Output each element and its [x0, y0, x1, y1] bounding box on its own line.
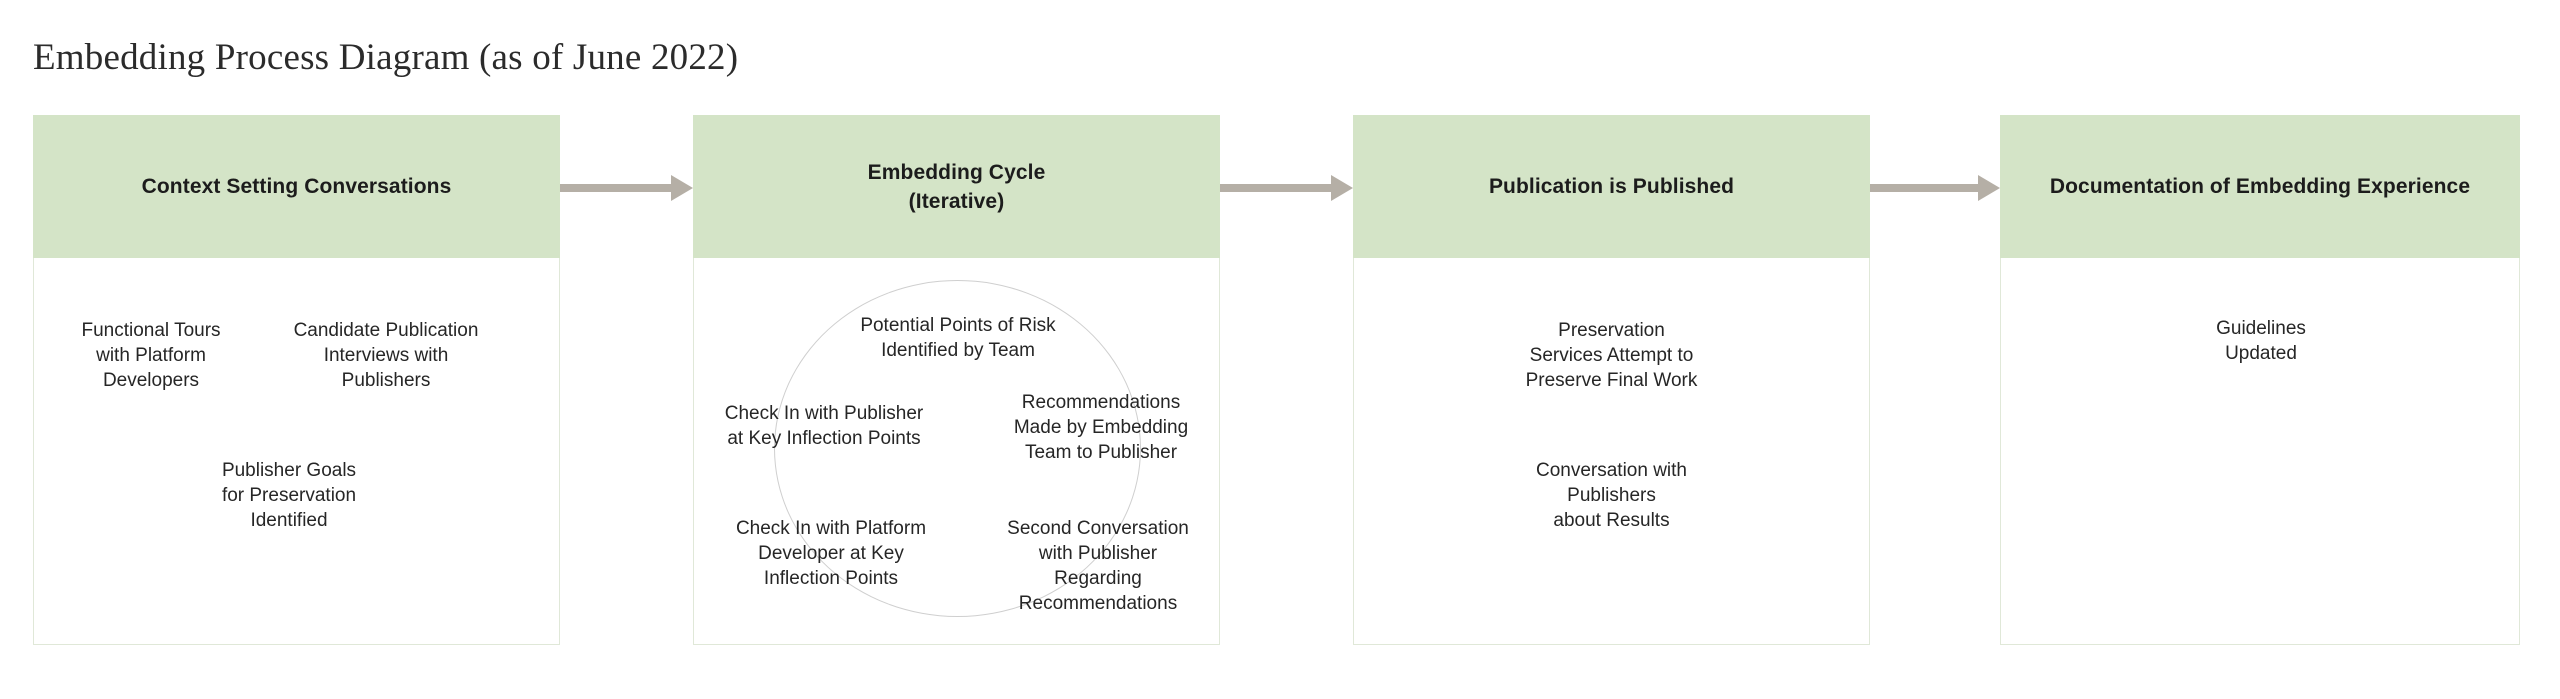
stage-documentation-of-embedding-experience[interactable]: Documentation of Embedding Experience Gu…: [2000, 115, 2520, 645]
page-title: Embedding Process Diagram (as of June 20…: [33, 37, 739, 78]
stage-embedding-cycle[interactable]: Embedding Cycle (Iterative) Potential Po…: [693, 115, 1220, 645]
stage-header-documentation-of-embedding-experience: Documentation of Embedding Experience: [2000, 115, 2520, 258]
arrow-shaft: [1870, 184, 1978, 192]
flow-arrow-1: [560, 175, 693, 201]
arrow-head: [671, 175, 693, 201]
arrow-head: [1978, 175, 2000, 201]
note-candidate-publication-interviews: Candidate Publication Interviews with Pu…: [293, 320, 479, 391]
note-preservation-services: Preservation Services Attempt to Preserv…: [1525, 320, 1698, 391]
note-guidelines-updated: Guidelines Updated: [2216, 318, 2306, 364]
stage-body-context-setting-conversations: Functional Tours with Platform Developer…: [33, 258, 560, 645]
note-publisher-goals: Publisher Goals for Preservation Identif…: [221, 460, 357, 531]
stage-header-context-setting-conversations: Context Setting Conversations: [33, 115, 560, 258]
arrow-head: [1331, 175, 1353, 201]
note-potential-points-of-risk: Potential Points of Risk Identified by T…: [860, 315, 1056, 361]
note-recommendations-made: Recommendations Made by Embedding Team t…: [1013, 392, 1189, 463]
stage-body-publication-is-published: Preservation Services Attempt to Preserv…: [1353, 258, 1870, 645]
flow-arrow-2: [1220, 175, 1353, 201]
stage-header-label: Documentation of Embedding Experience: [2049, 175, 2471, 198]
arrow-shaft: [1220, 184, 1331, 192]
stage-header-label: Embedding Cycle (Iterative): [867, 160, 1046, 213]
stage-header-label: Context Setting Conversations: [141, 175, 452, 198]
stage-body-documentation-of-embedding-experience: Guidelines Updated: [2000, 258, 2520, 645]
note-check-in-with-publisher: Check In with Publisher at Key Inflectio…: [724, 403, 924, 449]
note-conversation-with-publishers: Conversation with Publishers about Resul…: [1535, 460, 1688, 531]
stage-publication-is-published[interactable]: Publication is Published Preservation Se…: [1353, 115, 1870, 645]
arrow-shaft: [560, 184, 671, 192]
note-check-in-with-platform-developer: Check In with Platform Developer at Key …: [735, 518, 927, 589]
flow-arrow-3: [1870, 175, 2000, 201]
note-functional-tours: Functional Tours with Platform Developer…: [81, 320, 221, 391]
stage-context-setting-conversations[interactable]: Context Setting Conversations Functional…: [33, 115, 560, 645]
stage-header-label: Publication is Published: [1488, 175, 1735, 198]
stage-header-embedding-cycle: Embedding Cycle (Iterative): [693, 115, 1220, 258]
stage-header-publication-is-published: Publication is Published: [1353, 115, 1870, 258]
stage-body-embedding-cycle: Potential Points of Risk Identified by T…: [693, 258, 1220, 645]
note-second-conversation-with-publisher: Second Conversation with Publisher Regar…: [1007, 518, 1189, 614]
